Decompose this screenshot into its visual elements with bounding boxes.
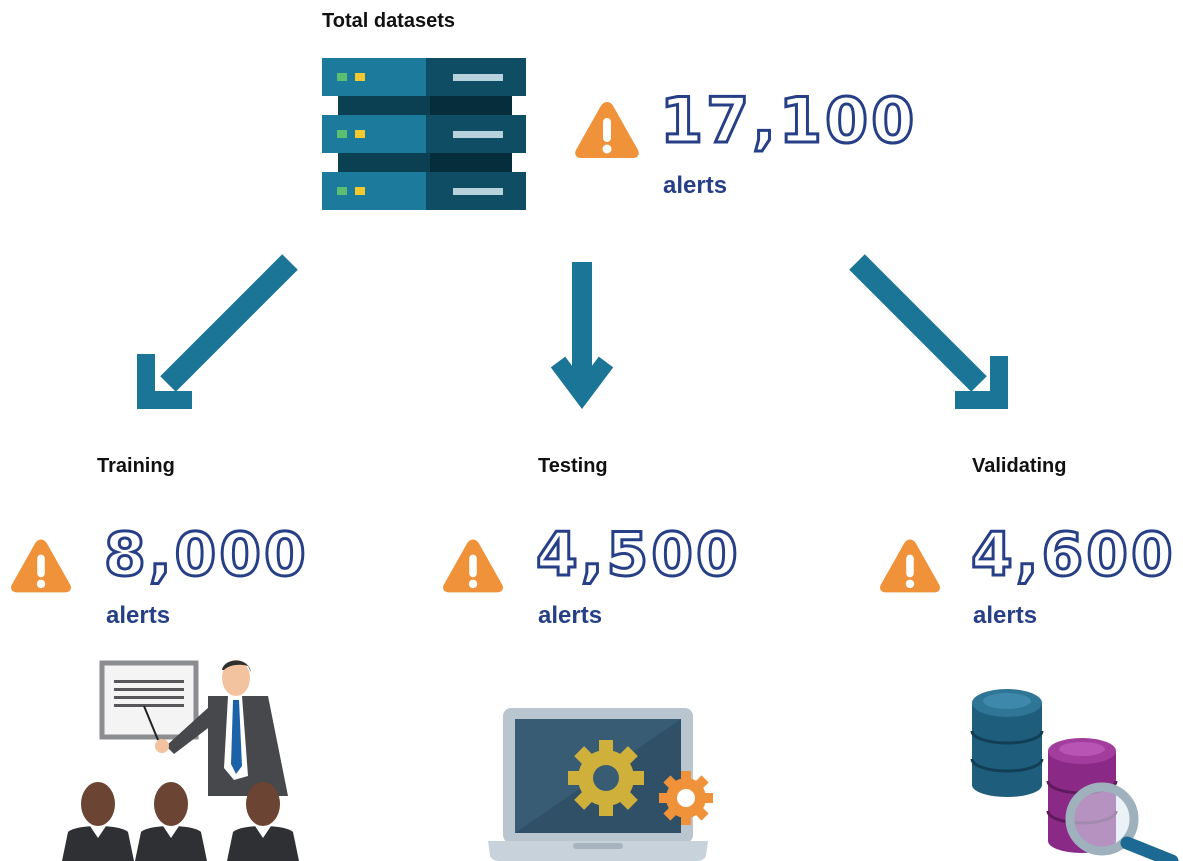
training-title: Training: [97, 455, 175, 477]
validating-alerts-value: 4,600: [970, 520, 1176, 590]
validating-title: Validating: [972, 455, 1067, 477]
training-alerts-value: 8,000: [103, 520, 309, 590]
warning-icon: [880, 539, 940, 593]
arrow-to-testing: [550, 262, 614, 409]
total-alerts-value: 17,100: [658, 84, 918, 157]
testing-title: Testing: [538, 455, 608, 477]
arrow-to-training: [137, 254, 298, 409]
training-alerts-unit: alerts: [106, 602, 171, 629]
testing-alerts-unit: alerts: [538, 602, 603, 629]
warning-icon: [575, 102, 639, 158]
database-search-icon: [970, 689, 1179, 861]
total-alerts-unit: alerts: [663, 172, 728, 199]
presenter-classroom-icon: [62, 660, 299, 861]
laptop-gears-icon: [488, 708, 713, 861]
warning-icon: [11, 539, 71, 593]
total-datasets-title: Total datasets: [322, 10, 455, 32]
server-rack-icon: [322, 58, 526, 210]
validating-alerts-unit: alerts: [973, 602, 1038, 629]
arrow-to-validating: [849, 254, 1008, 409]
warning-icon: [443, 539, 503, 593]
testing-alerts-value: 4,500: [535, 520, 741, 590]
